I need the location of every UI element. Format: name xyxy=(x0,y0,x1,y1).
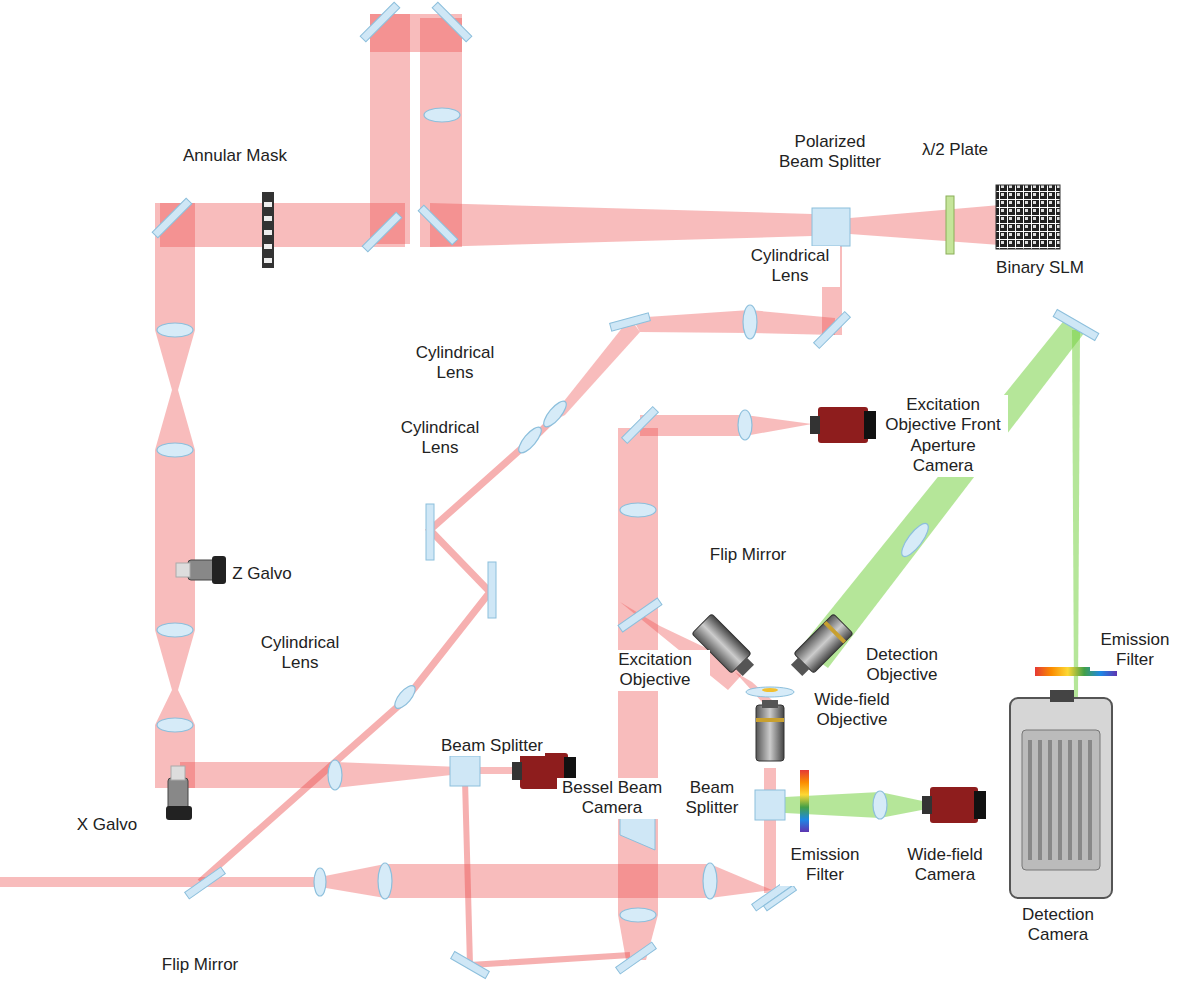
part-label: Detection Objective xyxy=(847,645,957,686)
objective xyxy=(692,614,853,761)
emission-filter xyxy=(800,770,809,832)
sample xyxy=(746,687,794,697)
beam-splitter-cube xyxy=(450,756,480,786)
part-label: Excitation Objective xyxy=(600,650,710,691)
part-label: Detection Camera xyxy=(1003,905,1113,946)
part-label: λ/2 Plate xyxy=(920,140,990,160)
mirror xyxy=(152,2,1099,978)
part-label: Emission Filter xyxy=(780,845,870,886)
galvo-scanner xyxy=(166,556,226,820)
beam-splitter-cube xyxy=(755,790,785,820)
binary-slm xyxy=(996,185,1060,249)
part-label: Wide-field Objective xyxy=(797,690,907,731)
part-label: Beam Splitter xyxy=(439,736,545,756)
part-label: Cylindrical Lens xyxy=(390,418,490,459)
annular-mask xyxy=(262,192,274,268)
part-label: X Galvo xyxy=(75,815,139,835)
part-label: Cylindrical Lens xyxy=(740,246,840,287)
part-label: Polarized Beam Splitter xyxy=(775,132,885,173)
part-label: Wide-field Camera xyxy=(895,845,995,886)
part-label: Z Galvo xyxy=(230,564,294,584)
laser-beam xyxy=(0,14,1000,965)
part-label: Emission Filter xyxy=(1090,630,1180,671)
part-label: Cylindrical Lens xyxy=(405,343,505,384)
part-label: Bessel Beam Camera xyxy=(557,778,667,819)
part-label: Excitation Objective Front Aperture Came… xyxy=(878,395,1008,477)
beam-splitter-cube xyxy=(812,208,850,246)
detection-camera xyxy=(1010,690,1112,898)
part-label: Binary SLM xyxy=(994,258,1086,278)
part-label: Flip Mirror xyxy=(708,545,789,565)
part-label: Flip Mirror xyxy=(160,955,241,975)
part-label: Cylindrical Lens xyxy=(250,633,350,674)
half-wave-plate xyxy=(946,196,954,254)
sample xyxy=(762,688,778,692)
part-label: Annular Mask xyxy=(181,146,289,166)
lens xyxy=(157,108,933,922)
part-label: Beam Splitter xyxy=(672,778,752,819)
